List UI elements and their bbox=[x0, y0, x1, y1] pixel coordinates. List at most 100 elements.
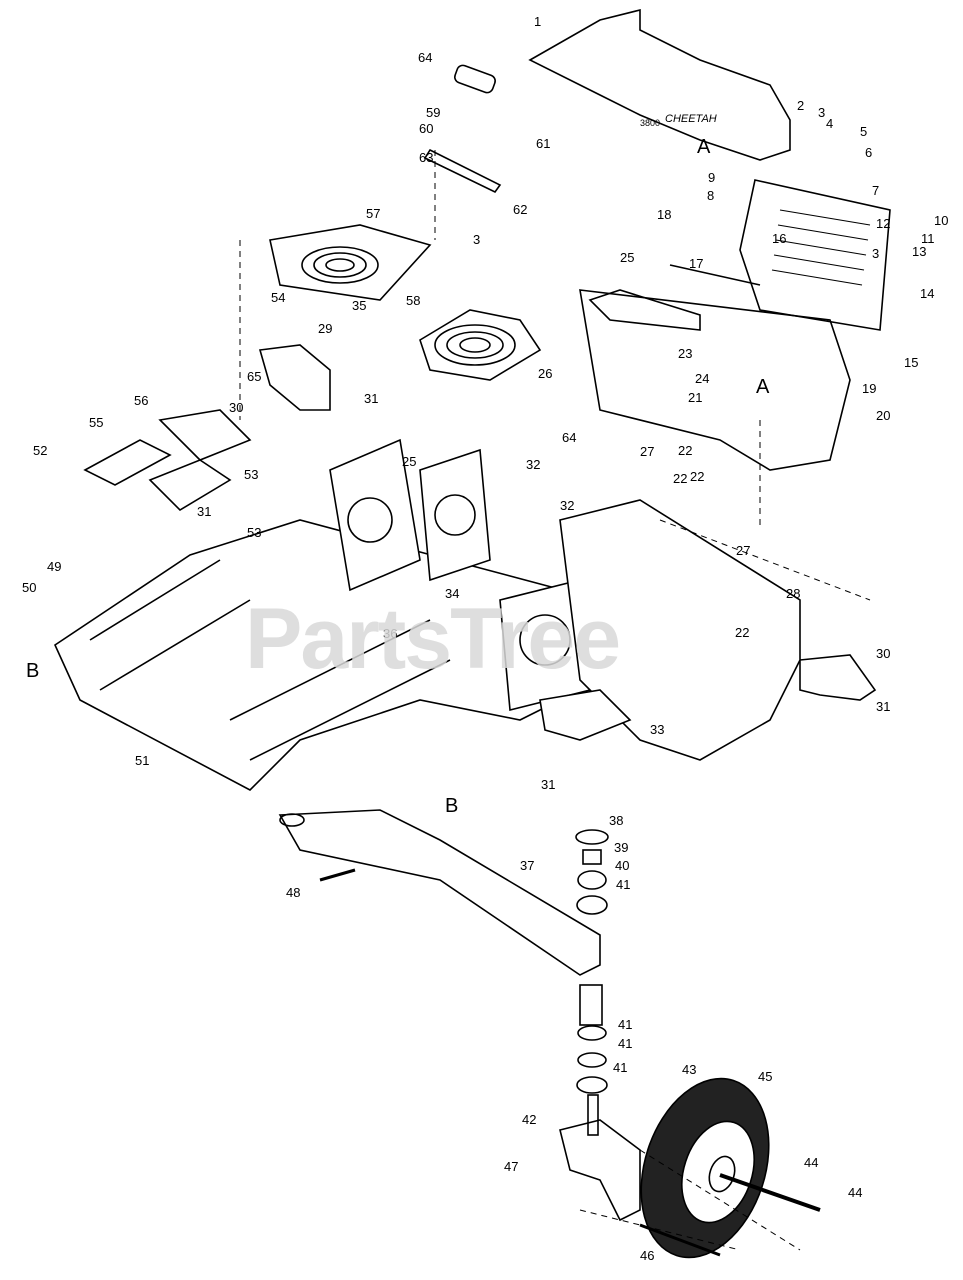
callout-22: 22 bbox=[735, 625, 749, 640]
callout-41: 41 bbox=[616, 877, 630, 892]
callout-16: 16 bbox=[772, 231, 786, 246]
callout-60: 60 bbox=[419, 121, 433, 136]
callout-28: 28 bbox=[786, 586, 800, 601]
bearing-41b bbox=[576, 895, 608, 915]
ref-marker-A: A bbox=[756, 376, 770, 398]
callout-45: 45 bbox=[758, 1069, 772, 1084]
callout-3: 3 bbox=[872, 246, 879, 261]
callout-59: 59 bbox=[426, 105, 440, 120]
bolt-49 bbox=[319, 868, 356, 882]
callout-39: 39 bbox=[614, 840, 628, 855]
bracket-34 bbox=[539, 689, 632, 741]
callout-10: 10 bbox=[934, 213, 948, 228]
callout-33: 33 bbox=[650, 722, 664, 737]
callout-55: 55 bbox=[89, 415, 103, 430]
callout-6: 6 bbox=[865, 145, 872, 160]
callout-32: 32 bbox=[560, 498, 574, 513]
callout-17: 17 bbox=[689, 256, 703, 271]
cap-39 bbox=[575, 829, 609, 845]
bolt-47 bbox=[639, 1223, 721, 1257]
spacer-40 bbox=[582, 849, 602, 865]
callout-8: 8 bbox=[707, 188, 714, 203]
callout-13: 13 bbox=[912, 244, 926, 259]
frame-26 bbox=[588, 289, 701, 331]
callout-47: 47 bbox=[504, 1159, 518, 1174]
hood-decal-model: 3800 bbox=[640, 118, 660, 128]
alignment-lines bbox=[239, 150, 871, 1251]
callout-41: 41 bbox=[618, 1036, 632, 1051]
hood-panel bbox=[528, 8, 791, 161]
callout-52: 52 bbox=[33, 443, 47, 458]
bearing-hole-left bbox=[347, 497, 393, 543]
callout-63: 63 bbox=[419, 150, 433, 165]
callout-32: 32 bbox=[526, 457, 540, 472]
ref-marker-B: B bbox=[445, 795, 458, 817]
callout-11: 11 bbox=[921, 231, 935, 246]
callout-44: 44 bbox=[804, 1155, 818, 1170]
callout-22: 22 bbox=[690, 469, 704, 484]
callout-53: 53 bbox=[244, 467, 258, 482]
callout-7: 7 bbox=[872, 183, 879, 198]
callout-42: 42 bbox=[522, 1112, 536, 1127]
upright-plate-left bbox=[329, 438, 421, 592]
callout-4: 4 bbox=[826, 116, 833, 131]
rim-46 bbox=[681, 1120, 755, 1224]
bracket-30-right bbox=[799, 654, 877, 701]
callout-31: 31 bbox=[197, 504, 211, 519]
callout-62: 62 bbox=[513, 202, 527, 217]
callout-12: 12 bbox=[876, 216, 890, 231]
callout-29: 29 bbox=[318, 321, 332, 336]
callout-18: 18 bbox=[657, 207, 671, 222]
callout-15: 15 bbox=[904, 355, 918, 370]
bearing-42 bbox=[576, 1076, 608, 1094]
grip-65 bbox=[454, 64, 496, 94]
caster-fork-43 bbox=[559, 1119, 641, 1222]
callout-9: 9 bbox=[708, 170, 715, 185]
callout-49: 49 bbox=[47, 559, 61, 574]
callout-44: 44 bbox=[848, 1185, 862, 1200]
callout-27: 27 bbox=[736, 543, 750, 558]
callout-51: 51 bbox=[135, 753, 149, 768]
callout-54: 54 bbox=[271, 290, 285, 305]
grille-holes bbox=[771, 209, 871, 286]
callout-48: 48 bbox=[286, 885, 300, 900]
bearing-41a bbox=[577, 870, 607, 890]
ref-marker-B: B bbox=[26, 660, 39, 682]
bearing-hole-right bbox=[519, 614, 571, 666]
bracket-30-top bbox=[258, 344, 331, 411]
callout-30: 30 bbox=[229, 400, 243, 415]
callout-25: 25 bbox=[620, 250, 634, 265]
footplate-upper bbox=[158, 409, 252, 461]
fan-plate-right bbox=[419, 309, 542, 381]
callout-3: 3 bbox=[818, 105, 825, 120]
callout-30: 30 bbox=[876, 646, 890, 661]
callout-58: 58 bbox=[406, 293, 420, 308]
callout-40: 40 bbox=[615, 858, 629, 873]
callout-56: 56 bbox=[134, 393, 148, 408]
callout-19: 19 bbox=[862, 381, 876, 396]
ref-marker-A: A bbox=[697, 136, 711, 158]
reference-marker-layer: A A B B bbox=[26, 136, 770, 817]
callout-64: 64 bbox=[562, 430, 576, 445]
callout-24: 24 bbox=[695, 371, 709, 386]
callout-41: 41 bbox=[613, 1060, 627, 1075]
callout-31: 31 bbox=[364, 391, 378, 406]
front-axle-38 bbox=[278, 809, 601, 976]
callout-31: 31 bbox=[541, 777, 555, 792]
callout-64: 64 bbox=[418, 50, 432, 65]
callout-20: 20 bbox=[876, 408, 890, 423]
callout-23: 23 bbox=[678, 346, 692, 361]
grille-panel bbox=[739, 179, 891, 331]
fan-coil-left bbox=[301, 246, 379, 284]
caster-stem bbox=[587, 1094, 599, 1136]
callout-22: 22 bbox=[673, 471, 687, 486]
callout-35: 35 bbox=[352, 298, 366, 313]
footplate-57 bbox=[148, 459, 232, 512]
callout-1: 1 bbox=[534, 14, 541, 29]
bearing-41c bbox=[577, 1025, 607, 1041]
footplate-56 bbox=[83, 439, 172, 486]
callout-43: 43 bbox=[682, 1062, 696, 1077]
